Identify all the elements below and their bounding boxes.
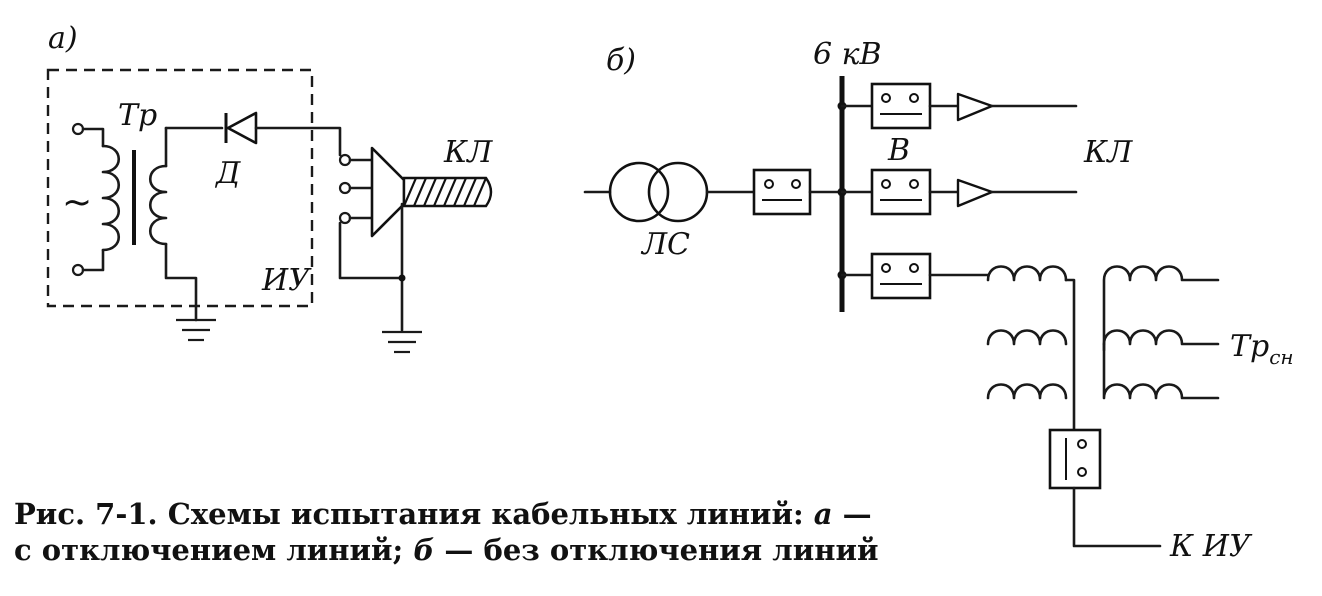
transformer-secondary-winding: [149, 126, 198, 322]
diode-label: Д: [214, 156, 241, 191]
input-terminal-bottom: [71, 263, 85, 277]
cable-line-hatched: [402, 176, 493, 208]
panel-b-label: б): [606, 43, 636, 78]
breaker-1: [840, 82, 1078, 130]
diode-symbol: [164, 111, 342, 157]
aux-transformer-label: Трсн: [1230, 329, 1294, 369]
output-terminal-1: [338, 153, 352, 167]
line-transformer-label: ЛС: [640, 227, 690, 262]
cable-label-a: КЛ: [443, 135, 493, 170]
ac-source-symbol: ~: [62, 182, 92, 223]
caption-line-1: Рис. 7-1. Схемы испытания кабельных лини…: [14, 497, 872, 531]
test-unit-enclosure: [46, 68, 314, 308]
aux-transformer-windings: [986, 265, 1220, 432]
panel-a-label: а): [48, 21, 78, 56]
cable-termination: [370, 146, 406, 332]
breaker-2: [840, 168, 1078, 216]
ground-icon: [382, 330, 422, 354]
panel-a: а) ~ Тр Д ИУ: [46, 21, 493, 354]
ground-icon: [176, 318, 216, 342]
output-terminal-2: [338, 181, 352, 195]
cable-label-b: КЛ: [1083, 135, 1133, 170]
voltage-label: 6 кВ: [813, 37, 882, 72]
input-terminal-top: [71, 122, 85, 136]
breaker-3: [840, 252, 990, 300]
input-switch: [752, 168, 844, 216]
panel-b: б) 6 кВ ЛС: [583, 37, 1294, 564]
line-transformer-symbol: [583, 161, 756, 223]
output-terminal-3: [338, 211, 352, 225]
caption-line-2: с отключением линий; б — без отключения …: [14, 533, 878, 567]
output-switch: [1048, 428, 1162, 548]
unit-label: ИУ: [261, 263, 312, 298]
output-label: К ИУ: [1169, 529, 1253, 564]
figure-caption: Рис. 7-1. Схемы испытания кабельных лини…: [14, 497, 878, 567]
transformer-label: Тр: [118, 98, 157, 133]
transformer-primary-winding: [81, 127, 120, 272]
breaker-label: В: [887, 133, 910, 168]
